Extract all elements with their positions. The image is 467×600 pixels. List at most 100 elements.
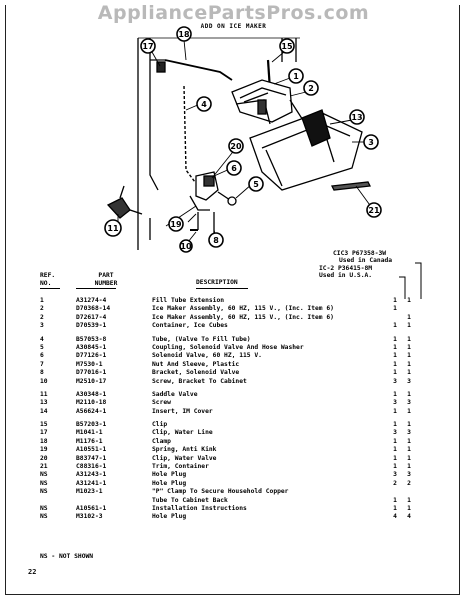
ref-no-cell: 6 bbox=[40, 352, 44, 360]
svg-text:10: 10 bbox=[180, 242, 192, 251]
svg-text:8: 8 bbox=[213, 236, 219, 245]
part-number-cell: A31274-4 bbox=[76, 297, 107, 304]
qty-usa-cell: 2 bbox=[407, 479, 411, 487]
description-cell: Container, Ice Cubes bbox=[152, 322, 228, 330]
qty-canada-cell: 3 bbox=[393, 471, 397, 479]
qty-canada-cell: 4 bbox=[393, 513, 397, 521]
qty-canada-cell: 1 bbox=[393, 437, 397, 445]
part-number-cell: A10551-1 bbox=[76, 446, 107, 454]
description-cell: Bracket, Solenoid Valve bbox=[152, 369, 240, 377]
part-number-cell: A30348-1 bbox=[76, 390, 107, 398]
part-number-cell: M7530-1 bbox=[76, 360, 103, 368]
qty-usa-cell: 1 bbox=[407, 496, 411, 504]
svg-text:21: 21 bbox=[368, 206, 380, 215]
qty-usa-cell: 1 bbox=[407, 390, 411, 398]
ref-no-cell: 20 bbox=[40, 454, 48, 462]
ref-no-cell: 5 bbox=[40, 343, 44, 351]
ref-no-cell: 4 bbox=[40, 335, 44, 343]
qty-usa-cell: 1 bbox=[407, 343, 411, 351]
table-row: Tube To Cabinet Back 1 1 bbox=[0, 497, 467, 505]
svg-text:17: 17 bbox=[142, 42, 153, 51]
ref-no-cell: 3 bbox=[40, 322, 44, 330]
ref-no-cell: 11 bbox=[40, 390, 48, 398]
qty-usa-cell: 1 bbox=[407, 322, 411, 330]
description-cell: Clip, Water Valve bbox=[152, 454, 217, 462]
callout-2: 2 bbox=[303, 80, 319, 96]
qty-usa-cell: 1 bbox=[407, 335, 411, 343]
description-cell: Trim, Container bbox=[152, 463, 209, 471]
qty-usa-cell: 1 bbox=[407, 360, 411, 368]
qty-canada-cell: 1 bbox=[393, 390, 397, 398]
qty-canada-cell: 1 bbox=[393, 407, 397, 415]
description-cell: Tube, (Valve To Fill Tube) bbox=[152, 335, 251, 343]
description-cell: Clip bbox=[152, 421, 168, 429]
description-cell: Insert, IM Cover bbox=[152, 407, 213, 415]
qty-usa-cell: 4 bbox=[407, 513, 411, 521]
qty-canada-cell: 1 bbox=[393, 446, 397, 454]
part-number-cell: A31241-1 bbox=[76, 479, 107, 487]
page-border bbox=[5, 5, 460, 595]
qty-usa-cell: 1 bbox=[407, 454, 411, 462]
description-cell: Solenoid Valve, 60 HZ, 115 V. bbox=[152, 352, 262, 360]
description-cell: "P" Clamp To Secure Household Copper bbox=[152, 488, 289, 496]
header-part-number: PART NUMBER bbox=[94, 272, 118, 287]
callout-8: 8 bbox=[208, 232, 224, 248]
svg-text:3: 3 bbox=[368, 138, 374, 147]
description-cell: Tube To Cabinet Back bbox=[152, 496, 228, 504]
svg-text:6: 6 bbox=[231, 164, 237, 173]
qty-canada-cell: 1 bbox=[393, 369, 397, 377]
description-cell: Hole Plug bbox=[152, 471, 187, 479]
callout-1: 1 bbox=[288, 68, 304, 84]
qty-canada-cell: 1 bbox=[393, 463, 397, 471]
qty-canada-cell: 2 bbox=[393, 479, 397, 487]
description-cell: Hole Plug bbox=[152, 479, 187, 487]
ref-no-cell: NS bbox=[40, 513, 48, 521]
callout-15: 15 bbox=[279, 38, 295, 54]
part-number-cell: M1041-1 bbox=[76, 429, 103, 437]
ref-no-cell: 8 bbox=[40, 369, 44, 377]
callout-5: 5 bbox=[248, 176, 264, 192]
description-cell: Ice Maker Assembly, 60 HZ, 115 V., (Inc.… bbox=[152, 305, 334, 313]
table-row: 6 D77126-1 Solenoid Valve, 60 HZ, 115 V. 1 1 bbox=[0, 352, 467, 360]
qty-canada-cell: 1 bbox=[393, 343, 397, 351]
ref-no-cell: 2 bbox=[40, 313, 44, 321]
ref-no-cell: 7 bbox=[40, 360, 44, 368]
callout-4: 4 bbox=[196, 96, 212, 112]
callout-17: 17 bbox=[140, 38, 156, 54]
exploded-parts-diagram: 17 18 15 1 2 4 13 3 20 6 5 11 19 8 10 21 bbox=[104, 26, 382, 253]
callout-18: 18 bbox=[176, 26, 192, 42]
qty-usa-cell: 1 bbox=[407, 463, 411, 471]
header-rule bbox=[196, 288, 248, 289]
qty-usa-cell: 1 bbox=[407, 407, 411, 415]
qty-canada-cell: 1 bbox=[393, 360, 397, 368]
svg-text:5: 5 bbox=[253, 180, 259, 189]
ref-no-cell: 21 bbox=[40, 463, 48, 471]
description-cell: Fill Tube Extension bbox=[152, 297, 225, 304]
callout-21: 21 bbox=[366, 202, 382, 218]
qty-usa-cell: 3 bbox=[407, 377, 411, 385]
description-cell: Clamp bbox=[152, 437, 171, 445]
qty-canada-cell: 1 bbox=[393, 322, 397, 330]
qty-usa-cell: 1 bbox=[407, 352, 411, 360]
qty-usa-cell: 1 bbox=[407, 446, 411, 454]
qty-canada-cell: 1 bbox=[393, 496, 397, 504]
part-number-cell: A31243-1 bbox=[76, 471, 107, 479]
part-number-cell: B57203-1 bbox=[76, 421, 107, 429]
page-number: 22 bbox=[28, 568, 37, 576]
svg-text:18: 18 bbox=[178, 30, 190, 39]
svg-text:4: 4 bbox=[201, 100, 207, 109]
qty-canada-cell: 1 bbox=[393, 352, 397, 360]
header-rule bbox=[76, 288, 116, 289]
part-number-cell: D77126-1 bbox=[76, 352, 107, 360]
svg-text:15: 15 bbox=[281, 42, 293, 51]
description-cell: Nut And Sleeve, Plastic bbox=[152, 360, 240, 368]
